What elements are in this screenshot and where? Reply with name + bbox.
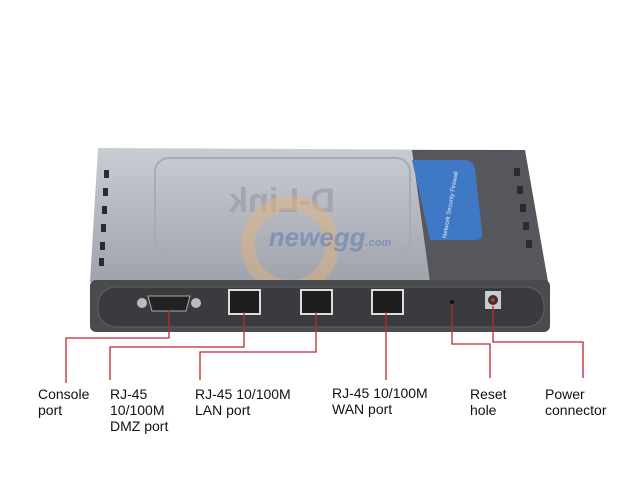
ethernet-ports bbox=[228, 289, 404, 315]
reset-hole bbox=[450, 300, 454, 304]
callout-line-lan bbox=[199, 312, 317, 380]
brand-logo: D-Link bbox=[229, 182, 335, 220]
router-blue-panel bbox=[412, 160, 483, 240]
lan-port bbox=[300, 289, 333, 315]
callout-lines bbox=[65, 304, 584, 383]
label-reset-hole: Reset hole bbox=[470, 386, 507, 418]
callout-line-reset bbox=[451, 304, 491, 378]
label-lan-port: RJ-45 10/100M LAN port bbox=[195, 386, 291, 418]
logo-recess bbox=[154, 157, 411, 254]
side-vents bbox=[99, 168, 532, 266]
label-dmz-port: RJ-45 10/100M DMZ port bbox=[110, 386, 169, 434]
dmz-port bbox=[228, 289, 261, 315]
callout-line-dmz bbox=[109, 312, 245, 380]
label-wan-port: RJ-45 10/100M WAN port bbox=[332, 385, 428, 417]
label-console-port: Console port bbox=[38, 386, 90, 418]
console-port bbox=[137, 295, 201, 312]
wan-port bbox=[371, 289, 404, 315]
callout-line-console bbox=[65, 310, 170, 383]
power-connector bbox=[485, 291, 501, 309]
label-power-connector: Power connector bbox=[545, 386, 607, 418]
callout-line-power bbox=[492, 306, 584, 378]
